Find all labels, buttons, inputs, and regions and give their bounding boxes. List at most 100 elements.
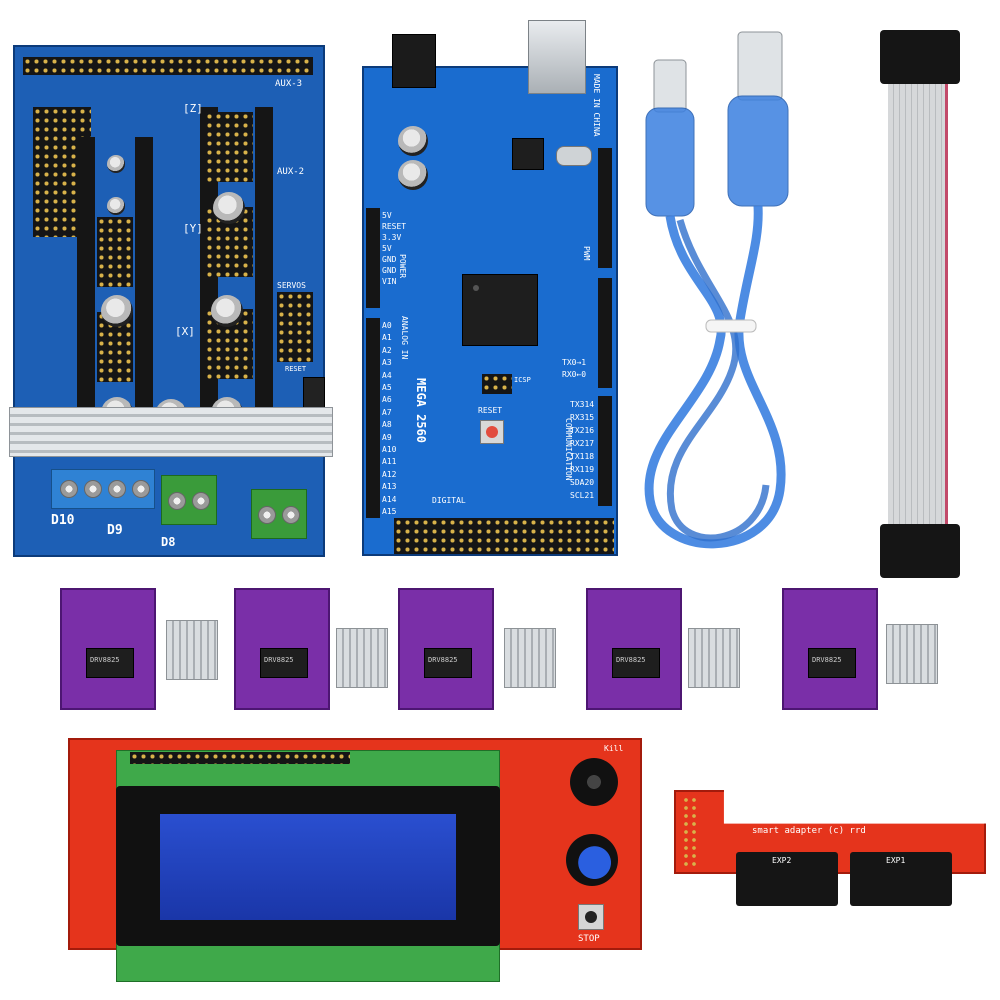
ribbon-connector-top [880, 30, 960, 84]
lcd-pin-row [130, 752, 350, 764]
green-terminal-1 [161, 475, 217, 525]
pwm-label: PWM [582, 246, 591, 261]
communication-label: COMMUNICATION [564, 418, 573, 481]
servo-header [277, 292, 313, 362]
driver-chip-label: DRV8825 [264, 656, 294, 664]
pin-label: A6 [382, 395, 392, 405]
top-pin-header [23, 57, 313, 75]
heatsink [504, 628, 556, 688]
crystal [556, 146, 592, 166]
rotary-encoder-knob[interactable] [566, 834, 618, 886]
chip-dot [473, 285, 479, 291]
screw [132, 480, 150, 498]
pin-label: RX119 [570, 465, 595, 474]
pin-label: VIN [382, 277, 397, 286]
digital-header-right-1 [598, 148, 612, 268]
usb-b-port [528, 20, 586, 94]
green-terminal-2 [251, 489, 307, 539]
driver-socket-4 [255, 107, 273, 437]
ribbon-cable [880, 30, 960, 580]
screw [108, 480, 126, 498]
driver-chip [612, 648, 660, 678]
stop-button[interactable] [578, 904, 604, 930]
digital-header-bottom [394, 518, 614, 554]
jumper-block-e0 [97, 217, 133, 287]
driver-chip-label: DRV8825 [812, 656, 842, 664]
comm-header [598, 396, 612, 506]
usb-b-plug [653, 59, 687, 113]
rx0-label: RX0←0 [562, 370, 587, 379]
lcd-controller-board: Kill STOP [68, 738, 642, 982]
pin-label: A14 [382, 494, 397, 504]
mega-reset-label: RESET [478, 406, 503, 415]
heatsink [166, 620, 218, 680]
tx0-label: TX0→1 [562, 358, 587, 367]
capacitor [107, 197, 125, 215]
analog-label: ANALOG IN [400, 316, 409, 360]
ramps-reset-label: RESET [285, 365, 307, 373]
screw [192, 492, 210, 510]
pin-label: A9 [382, 432, 392, 442]
d8-label: D8 [161, 535, 176, 549]
smart-adapter-label: smart adapter (c) rrd [752, 826, 866, 836]
pin-label: SCL21 [570, 491, 595, 500]
pin-label: RX315 [570, 413, 595, 422]
driver-chip [260, 648, 308, 678]
pin-label: TX118 [570, 452, 595, 461]
ribbon-connector-bottom [880, 524, 960, 578]
pin-label: RESET [382, 222, 407, 231]
servo-label: SERVOS [277, 281, 306, 290]
capacitor [213, 192, 245, 224]
lcd-screen [160, 814, 456, 920]
exp1-label: EXP1 [886, 856, 906, 865]
capacitor [101, 295, 133, 327]
kill-label: Kill [604, 744, 624, 753]
mega2560-board: MADE IN CHINA ICSP RESET MEGA 2560 POWER… [362, 20, 618, 556]
pin-label: A11 [382, 457, 397, 467]
pin-label: TX216 [570, 426, 595, 435]
ramps-board: AUX-3 [Z] [Y] [X] AUX-2 SERVOS RESET D10… [9, 45, 333, 557]
stop-button-cap [585, 911, 597, 923]
pin-label: A13 [382, 482, 397, 492]
capacitor [211, 295, 243, 327]
blue-terminal-block [51, 469, 155, 509]
digital-label: DIGITAL [432, 496, 466, 505]
driver-chip-label: DRV8825 [616, 656, 646, 664]
heatsink [336, 628, 388, 688]
heatsink [688, 628, 740, 688]
icsp-label: ICSP [514, 376, 531, 384]
usb-b-body [645, 107, 695, 217]
stop-label: STOP [578, 934, 600, 944]
pin-label: A0 [382, 321, 392, 330]
screw [168, 492, 186, 510]
jumper-block-z [205, 112, 253, 182]
reset-button-cap [486, 426, 498, 438]
adapter-pin-column [682, 796, 698, 868]
stepper-driver: DRV8825 [782, 588, 878, 710]
usb-chip [512, 138, 544, 170]
analog-header [366, 318, 380, 518]
driver-chip [808, 648, 856, 678]
atmega2560-chip [462, 274, 538, 346]
pin-label: GND [382, 255, 397, 264]
aux2-label: AUX-2 [277, 167, 305, 177]
driver-chip-label: DRV8825 [90, 656, 120, 664]
pin-label: 3.3V [382, 233, 402, 242]
driver-socket-1 [77, 137, 95, 457]
stepper-driver: DRV8825 [234, 588, 330, 710]
pin-label: A5 [382, 383, 392, 393]
comm-pin-labels: TX314 RX315 TX216 RX217 TX118 RX119 SDA2… [570, 398, 594, 502]
mega-reset-button[interactable] [480, 420, 504, 444]
icsp-header [482, 374, 512, 394]
stepper-driver-row: DRV8825 DRV8825 DRV8825 DRV8825 DRV8825 [60, 588, 960, 718]
jumper-block-y [205, 207, 253, 277]
driver-chip [86, 648, 134, 678]
pin-label: A1 [382, 333, 392, 343]
buzzer [570, 758, 618, 806]
capacitor [398, 160, 428, 190]
ribbon-body [888, 84, 948, 524]
exp2-label: EXP2 [772, 856, 792, 865]
pin-label: A7 [382, 407, 392, 417]
model-label: MEGA 2560 [414, 378, 428, 444]
aux3-label: AUX-3 [275, 79, 303, 89]
